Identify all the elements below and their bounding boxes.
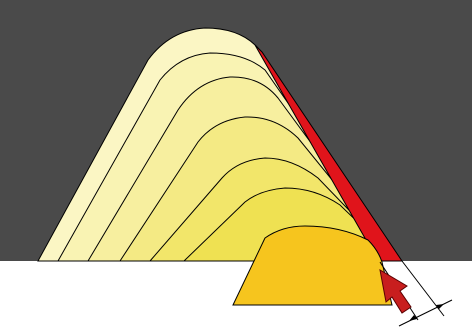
advance-arrow-icon [379, 269, 412, 314]
final-profile [232, 225, 393, 306]
dimension-arrows-icon [398, 299, 453, 327]
